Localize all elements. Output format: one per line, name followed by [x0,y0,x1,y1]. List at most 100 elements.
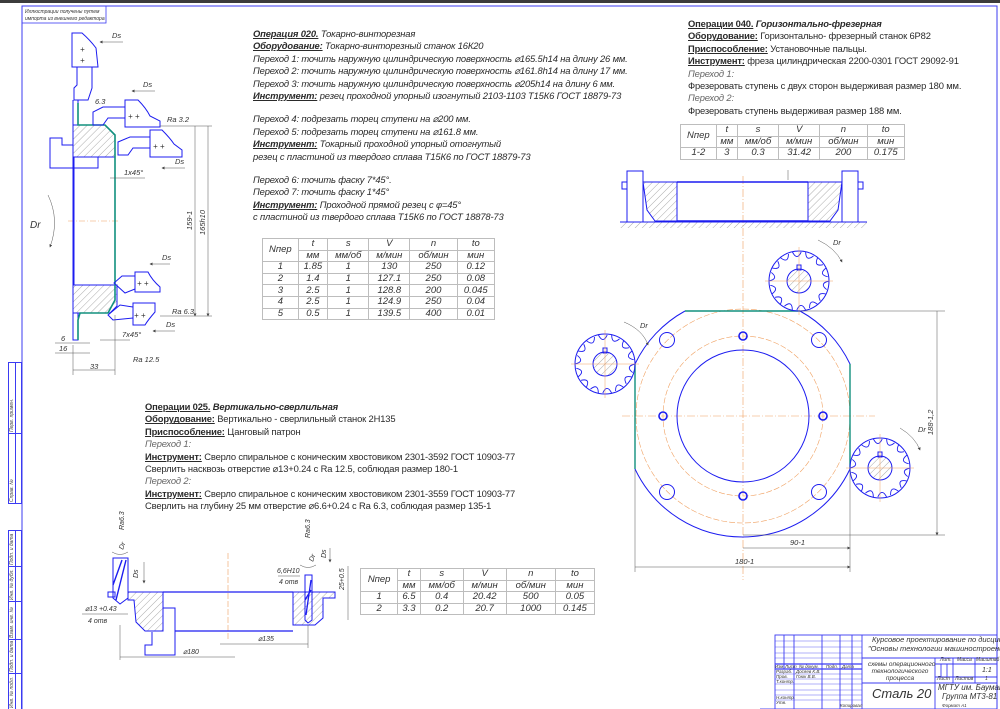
turning-operation-sketch: ++ + + + + + + + + [47,32,212,375]
dimension-label: 90-1 [790,538,805,547]
unit-cell: м/мин [462,579,507,593]
field-value: Токарный проходной упорный отогнутый [317,138,501,150]
cutting-tool: + + [113,271,161,294]
text-line: Инструмент: Проходной прямой резец с φ=4… [253,199,628,211]
table-cell: 0.145 [554,602,596,616]
sheet-frame [21,5,998,709]
table-cell: 2 [359,602,399,616]
svg-text:+ +: + + [134,311,146,320]
text-line: Операции 025. Вертикально-сверлильная [145,401,515,413]
field-label: Операции 040. [688,18,754,29]
cutter-tooth [805,251,814,259]
col-sheet: Лист [785,664,797,669]
organization: МГТУ им. Баумана [938,683,1000,692]
side-stamp-divider [15,363,16,433]
field-label: Оборудование: [145,413,215,425]
table-cell: 0.3 [736,147,780,160]
table-cell: 139.5 [368,307,411,321]
cutter-tooth [865,490,874,498]
side-stamp-cell: Подп. и дата [8,530,22,567]
header-cell: V [778,124,821,137]
field-value: Сверло спиральное с коническим хвостовик… [201,487,516,499]
cutter-tooth [602,388,613,394]
table-cell: 400 [409,307,458,321]
milling-cutter [571,330,639,398]
side-stamp-divider [15,531,16,566]
feed-label: Ds [166,320,175,329]
header-cell: V [368,238,411,251]
unit-cell: мм/об [736,135,780,149]
dimension-label: 188-1,2 [926,409,935,435]
window-top-bar [0,0,1000,3]
role-approved: Утв. [776,700,787,705]
cutter-tooth [886,438,895,446]
table-cell: 124.9 [368,295,411,309]
cutter-tooth [903,467,911,477]
field-value: Токарно-винторезная [318,28,416,39]
field-value: Фрезеровать ступень с двух сторон выдерж… [688,79,962,91]
field-value: Переход 2: точить наружную цилиндрическу… [253,65,628,77]
stamp-line: импорта из внешнего редактора [25,16,105,22]
cutter-tooth [815,257,824,266]
header-cell: t [297,238,329,251]
copied-label: Копировал [840,703,863,708]
dimension-label: 16 [59,344,68,353]
chamfer-label: 7x45° [122,330,141,339]
text-line: Переход 1: [145,438,515,450]
table-cell: 1 [327,295,370,309]
unit-cell: мм [715,135,738,149]
table-cell: 0.08 [456,272,496,286]
header-cell: t [715,124,738,137]
unit-cell: мм [397,579,421,593]
unit-cell: об/мин [819,135,868,149]
rotation-label: Dr [308,553,317,563]
table-cell: 250 [409,295,458,309]
cutter-tooth [899,480,908,488]
text-line: Сверлить насквозь отверстие ⌀13+0.24 с R… [145,463,515,475]
cutter-tooth [791,251,802,257]
table-cell: 0.5 [297,307,329,321]
text-line: с пластиной из твердого сплава Т15К6 по … [253,211,628,223]
document-title-line: технологического [871,668,929,675]
svg-text:+ +: + + [137,279,149,288]
col-date: Дата [842,664,854,669]
course-title: Курсовое проектирование по дисциплине [872,635,1000,644]
text-line: Оборудование: Вертикально - сверлильный … [145,413,515,425]
table-cell: 0.2 [419,602,464,616]
field-value: Вертикально - сверлильный станок 2Н135 [214,413,396,425]
text-line: Переход 1: точить наружную цилиндрическу… [253,53,628,65]
cutter-tooth [770,284,777,295]
milled-surfaces [634,310,851,469]
cutter-tooth [852,448,861,456]
field-value: резец проходной упорный изогнутый 2103-1… [317,89,622,101]
cutter-tooth [621,340,630,349]
field-value: фреза цилиндрическая 2200-0301 ГОСТ 2909… [744,55,959,67]
field-value: резец с пластиной из твердого сплава Т15… [253,150,531,162]
header-cell: Nпер [262,237,299,263]
cutter-tooth [574,355,582,365]
field-label: Приспособление: [688,42,768,54]
field-value: Переход 7: точить фаску 1*45° [253,186,390,198]
step-label: Переход 2: [688,92,734,104]
table-cell: 2 [262,272,299,286]
text-line: Фрезеровать ступень выдерживая размер 18… [688,105,961,117]
cutter-tooth [851,471,858,482]
field-label: Инструмент: [145,450,202,462]
rotation-label: Dr [833,238,841,247]
cutter-tooth [821,267,828,278]
cutter-tooth [784,303,793,311]
scale-value: 1:1 [982,667,992,674]
col-signature: Подп. [826,664,838,669]
dimension-label: 159-1 [185,211,194,230]
field-value: Проходной прямой резец с φ=45° [317,198,461,210]
text-line: Оборудование: Горизонтально- фрезерный с… [688,30,961,42]
cutter-tooth [855,483,864,492]
